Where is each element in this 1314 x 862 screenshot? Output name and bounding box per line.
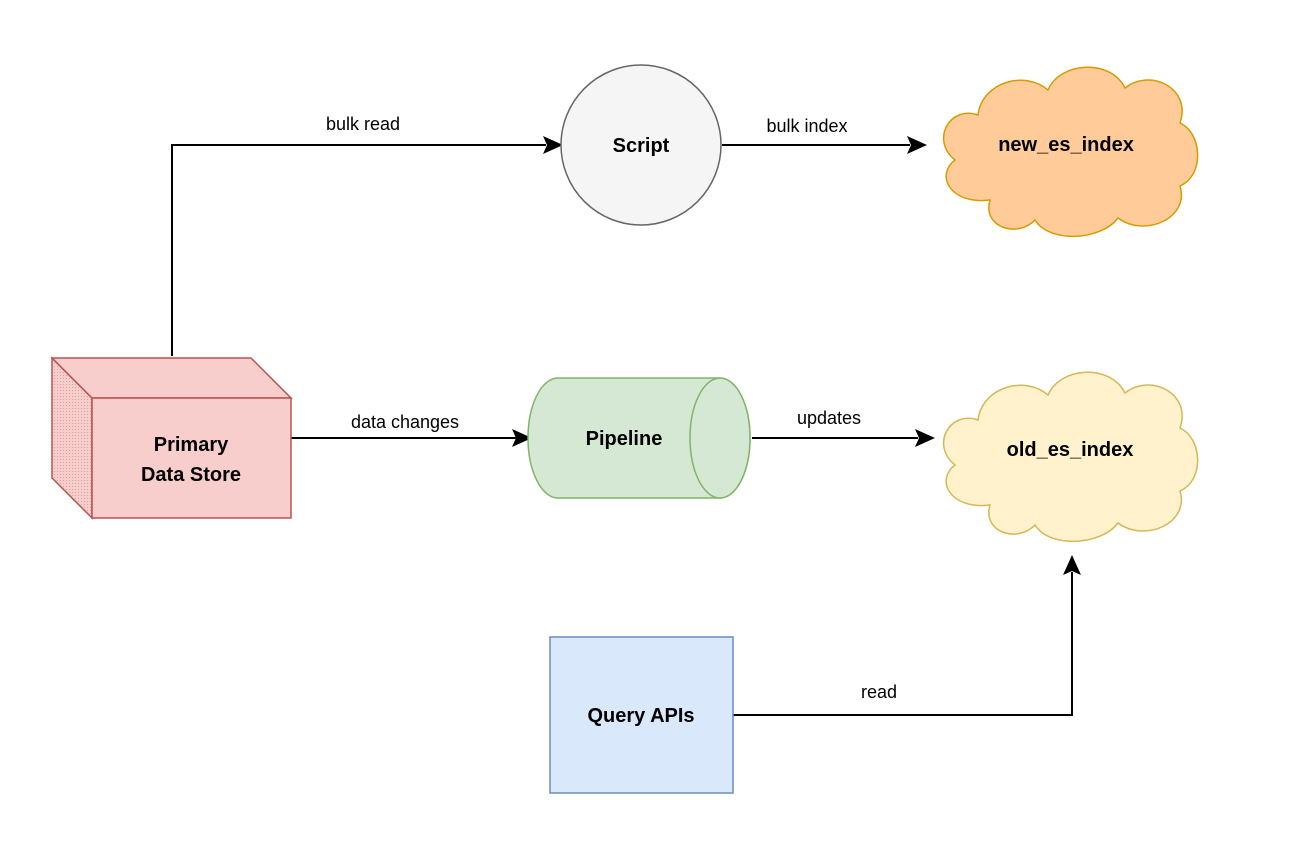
arrowhead bbox=[915, 429, 935, 447]
edge-bulk-index: bulk index bbox=[722, 116, 927, 154]
old-es-index-node[interactable]: old_es_index bbox=[943, 371, 1199, 543]
edge-label-read: read bbox=[861, 682, 897, 702]
box-top-face bbox=[50, 357, 293, 399]
query-apis-label: Query APIs bbox=[587, 705, 694, 727]
arrowhead bbox=[907, 136, 927, 154]
pipeline-end-cap bbox=[689, 377, 751, 499]
edge-label-bulk-index: bulk index bbox=[766, 116, 847, 136]
script-circle bbox=[560, 64, 722, 226]
pipeline-label: Pipeline bbox=[586, 428, 663, 450]
arrowhead bbox=[512, 429, 532, 447]
edge-read: read bbox=[733, 555, 1081, 716]
old-es-index-label: old_es_index bbox=[1007, 439, 1134, 461]
edge-bulk-read: bulk read bbox=[171, 114, 563, 356]
box-front-face bbox=[91, 397, 292, 519]
edge-label-data-changes: data changes bbox=[351, 412, 459, 432]
primary-data-store-label-line1: Primary bbox=[154, 434, 229, 456]
new-es-index-cloud bbox=[943, 66, 1199, 238]
script-label: Script bbox=[613, 135, 670, 157]
edge-data-changes: data changes bbox=[291, 412, 532, 447]
new-es-index-label: new_es_index bbox=[998, 134, 1134, 156]
arrowhead bbox=[1063, 555, 1081, 575]
edge-label-updates: updates bbox=[797, 408, 861, 428]
query-apis-box bbox=[549, 636, 734, 794]
primary-data-store-node[interactable]: Primary Data Store bbox=[50, 356, 293, 520]
old-es-index-cloud bbox=[943, 371, 1199, 543]
edge-label-bulk-read: bulk read bbox=[326, 114, 400, 134]
new-es-index-node[interactable]: new_es_index bbox=[943, 66, 1199, 238]
script-node[interactable]: Script bbox=[560, 64, 722, 226]
primary-data-store-label-line2: Data Store bbox=[141, 464, 241, 486]
arrowhead bbox=[543, 136, 563, 154]
query-apis-node[interactable]: Query APIs bbox=[549, 636, 734, 794]
pipeline-node[interactable]: Pipeline bbox=[527, 377, 751, 499]
edge-updates: updates bbox=[752, 408, 935, 447]
